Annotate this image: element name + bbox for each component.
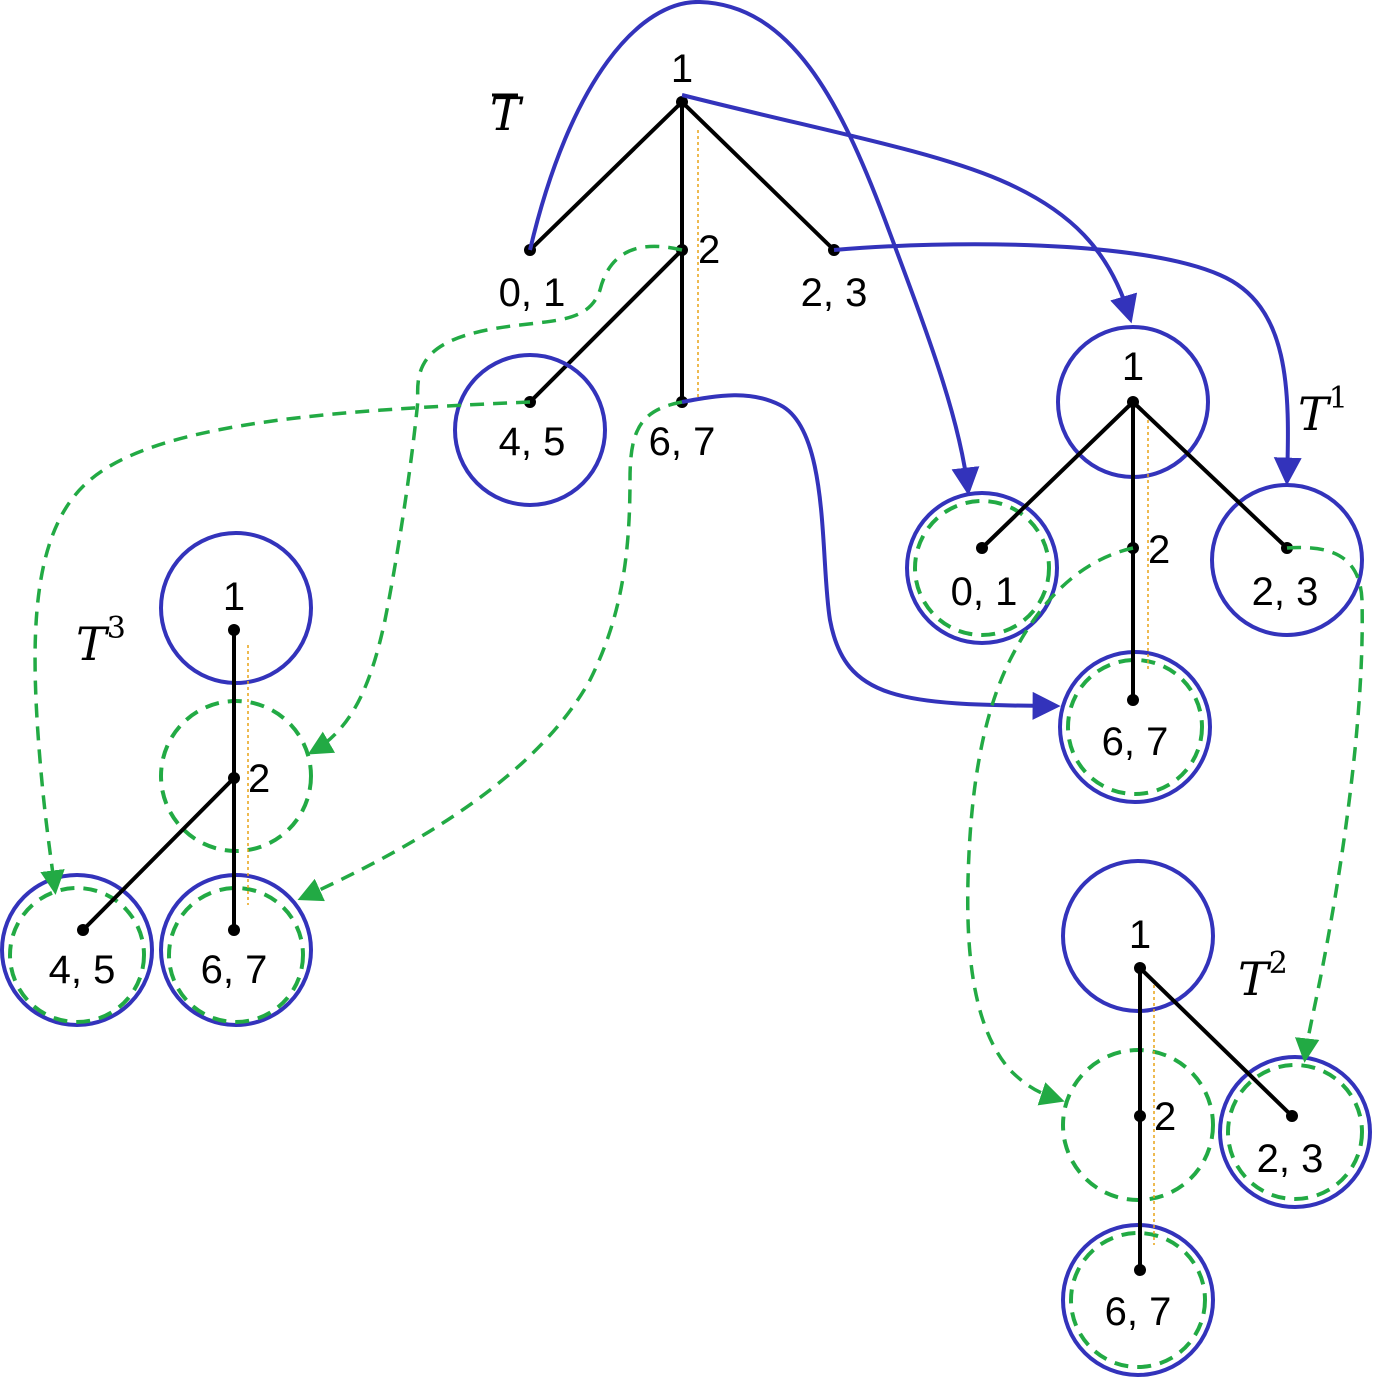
t1-root-label: 1	[1122, 345, 1144, 389]
t3-2-dot	[228, 772, 240, 784]
t3-45-green-circle	[8, 886, 146, 1024]
tree-t2: 1 2 2, 3 6, 7 T2	[1061, 859, 1372, 1377]
t2-23-label: 2, 3	[1257, 1137, 1324, 1181]
t3-2-label: 2	[248, 757, 270, 801]
t2-67-label: 6, 7	[1105, 1290, 1172, 1334]
t2-root-label: 1	[1129, 913, 1151, 957]
t2-root-dot	[1134, 962, 1146, 974]
edge-1-01	[528, 100, 684, 252]
t1-01-dot	[976, 542, 988, 554]
t1-edge-1-23	[1131, 400, 1289, 550]
tree-name-t1: T1	[1298, 381, 1348, 441]
tree-name-tbar: T	[490, 87, 524, 141]
green-arrow-67-to-t3-67	[297, 400, 683, 902]
t2-2-label: 2	[1154, 1095, 1176, 1139]
t3-67-label: 6, 7	[201, 948, 268, 992]
t1-67-label: 6, 7	[1102, 720, 1169, 764]
t1-67-green-circle	[1066, 658, 1204, 796]
t3-67-dot	[228, 924, 240, 936]
node-23-label: 2, 3	[801, 271, 868, 315]
node-01-label: 0, 1	[499, 271, 566, 315]
blue-arrows	[528, 0, 1302, 720]
t1-2-label: 2	[1148, 528, 1170, 572]
node-2-label: 2	[698, 228, 720, 272]
tree-name-t3: T3	[76, 611, 126, 671]
t3-45-dot	[77, 924, 89, 936]
edge-2-45	[528, 248, 684, 404]
node-45-blue-circle	[453, 353, 607, 507]
tree-t3: 1 2 4, 5 6, 7 T3	[0, 531, 313, 1027]
t2-23-green-circle	[1226, 1063, 1364, 1201]
t1-01-green-circle	[913, 499, 1051, 637]
green-arrow-2-to-t3-2	[307, 244, 683, 755]
node-root-dot	[676, 96, 688, 108]
blue-arrow-01-to-t1-01	[528, 0, 980, 496]
green-arrow-t1-23-to-t2-23	[1286, 545, 1364, 1063]
t3-67-green-circle	[167, 886, 305, 1024]
tree-name-t2: T2	[1238, 946, 1288, 1006]
green-arrows	[33, 244, 1364, 1106]
t3-edge-2-45	[81, 776, 236, 932]
t2-67-dot	[1134, 1264, 1146, 1276]
edge-1-23	[680, 100, 836, 252]
t3-45-blue-circle	[0, 873, 154, 1027]
tree-t1: 1 2 0, 1 2, 3 6, 7 T1	[905, 325, 1364, 804]
t2-67-green-circle	[1069, 1231, 1207, 1369]
t1-edge-1-01	[980, 400, 1135, 550]
t3-root-dot	[228, 624, 240, 636]
t3-root-label: 1	[223, 575, 245, 619]
t1-root-dot	[1127, 396, 1139, 408]
t2-23-dot	[1286, 1110, 1298, 1122]
blue-arrow-67-to-t1-67	[681, 393, 1061, 720]
t1-01-label: 0, 1	[951, 570, 1018, 614]
node-67-label: 6, 7	[649, 420, 716, 464]
t3-45-label: 4, 5	[49, 948, 116, 992]
node-root-label: 1	[671, 47, 693, 91]
node-45-label: 4, 5	[499, 420, 566, 464]
t2-2-dot	[1134, 1110, 1146, 1122]
t2-23-blue-circle	[1218, 1055, 1372, 1209]
t1-67-dot	[1127, 694, 1139, 706]
blue-arrow-23-to-t1-23	[833, 242, 1302, 486]
t1-01-blue-circle	[905, 491, 1059, 645]
green-arrow-t1-2-to-t2-2	[966, 546, 1134, 1106]
t2-edge-1-23	[1138, 966, 1294, 1118]
blue-arrow-root-to-t1-root	[681, 93, 1138, 324]
t1-23-label: 2, 3	[1252, 570, 1319, 614]
green-arrow-45-to-t3-45	[33, 400, 531, 895]
